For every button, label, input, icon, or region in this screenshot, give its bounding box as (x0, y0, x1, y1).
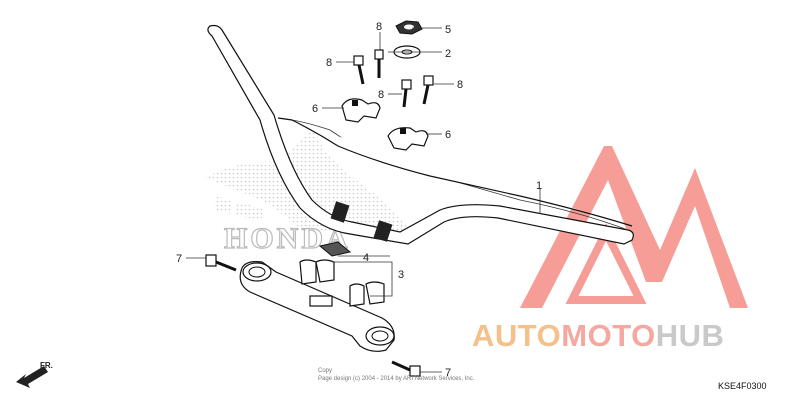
upper-holder-left (341, 98, 381, 123)
watermark-text: AUTOMOTOHUB (472, 318, 724, 353)
bolt-8-top (374, 49, 384, 78)
callout-2: 2 (445, 48, 451, 60)
leader-lines (186, 27, 541, 373)
watermark-triangle-logo (520, 146, 748, 308)
watermark-triangle-shape (520, 146, 748, 308)
callout-1: 1 (536, 180, 542, 192)
bolt-7-left (205, 254, 237, 272)
watermark-inner-triangle (565, 223, 647, 304)
bolt-8-mid (401, 79, 412, 108)
diagram-code: KSE4F0300 (718, 381, 767, 391)
copyright-line1: Copy (318, 368, 332, 374)
callout-3: 3 (398, 269, 404, 281)
upper-holder-right (387, 127, 429, 151)
callout-6-left: 6 (312, 103, 318, 115)
callout-7-left: 7 (176, 253, 182, 265)
washer-part (393, 45, 421, 59)
copyright-line2: Page design (c) 2004 - 2014 by ARI Netwo… (318, 376, 475, 382)
watermark-hub: HUB (656, 318, 725, 353)
nut-part (395, 20, 423, 35)
handlebar-part (207, 24, 634, 245)
callout-8-right: 8 (457, 79, 463, 91)
bolt-8-right (422, 75, 434, 105)
knurl-right (373, 220, 393, 242)
watermark-auto: AUTO (472, 318, 561, 353)
honda-wing-logo (205, 128, 415, 236)
lower-holder-part (239, 241, 395, 352)
front-direction-label: FR. (40, 361, 53, 370)
front-direction-arrow: FR. (16, 361, 53, 388)
callout-8-top: 8 (376, 21, 382, 33)
bolt-7-bottom (391, 360, 421, 377)
watermark-moto: MOTO (561, 318, 655, 353)
callout-5: 5 (445, 24, 451, 36)
knurl-left (330, 201, 350, 223)
bolt-8-left (353, 55, 365, 85)
callout-6-right: 6 (445, 129, 451, 141)
callout-4: 4 (363, 252, 369, 264)
callout-8-mid: 8 (378, 89, 384, 101)
callout-7-bottom: 7 (445, 367, 451, 379)
callout-8-left: 8 (326, 57, 332, 69)
